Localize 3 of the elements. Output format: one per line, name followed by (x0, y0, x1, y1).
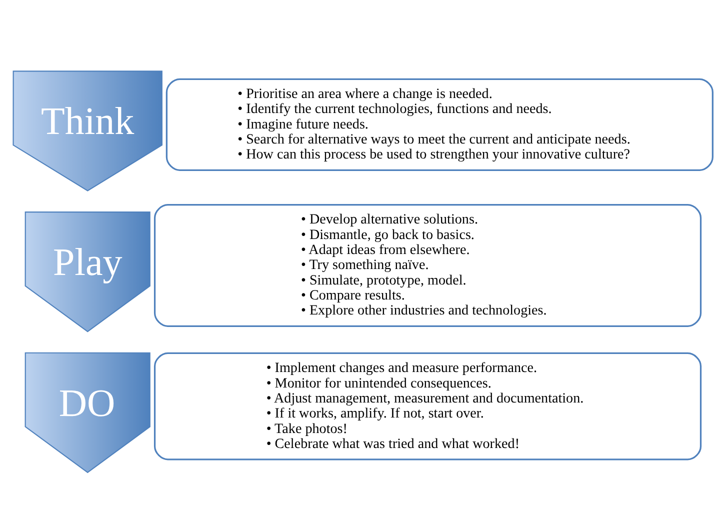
node-box: • Prioritise an area where a change is needed. • Identify the current technologies, functions and needs. • Imagine future needs. • Search for alternative ways to meet the current and anticipate needs. • How can this process be used to strengthen your innovative culture? (165, 78, 713, 170)
node-box: • Develop alternative solutions. • Dismantle, go back to basics. • Adapt ideas from elsewhere. • Try something naïve. • Simulate, prototype, model. • Compare results. • Explore other industries and technologies. (153, 204, 702, 326)
node-box: • Implement changes and measure performance. • Monitor for unintended consequences. • Adjust management, measurement and documentation. • If it works, amplify. If not, start over. • Take photos! • Celebrate what was tried and what worked! (153, 352, 702, 460)
